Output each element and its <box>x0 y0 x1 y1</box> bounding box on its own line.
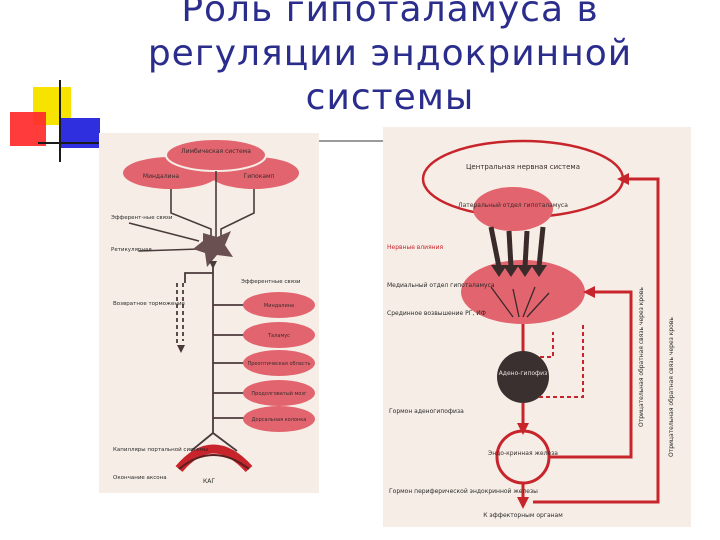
lateral-hypothalamus-ellipse <box>473 187 553 231</box>
left-diagram-image: Лимбическая система Миндалина Гипокамп Э… <box>99 133 319 493</box>
nucleus-label-top: Лимбическая система <box>181 148 251 155</box>
target-label-1: Миндалина <box>264 303 294 309</box>
title-line-3: системы <box>305 77 475 118</box>
nerve-influences-label: Нервные влияния <box>387 244 444 251</box>
nucleus-label-left: Миндалина <box>143 173 179 180</box>
target-ellipse-4 <box>243 380 315 406</box>
nucleus-ellipse-top <box>165 138 267 172</box>
title-divider <box>318 140 388 142</box>
target-ellipse-3 <box>243 350 315 376</box>
decorative-squares <box>10 80 100 162</box>
efferent-label: Эфферентные связи <box>241 279 301 285</box>
target-label-5: Дорсальная колонка <box>252 417 307 423</box>
feedback-label-long: Отрицательная обратная связь через кровь <box>638 287 645 427</box>
ending-label: Окончание аксона <box>113 475 167 481</box>
adenohypophysis-label: Адено-гипофиз <box>499 370 548 377</box>
target-label-4: Продолговатый мозг <box>251 390 307 397</box>
capillaries-label: Капилляры портальной системы <box>113 446 208 453</box>
capillary-arc <box>175 444 253 473</box>
feedback-label-short: Отрицательная обратная связь через кровь <box>668 317 675 457</box>
endocrine-gland-label: Эндо-кринная железа <box>488 450 558 457</box>
medial-label: Медиальный отдел гипоталамуса <box>387 282 495 289</box>
gland-hormone-label: Гормон периферической эндокринной железы <box>389 488 538 495</box>
feedback-loop-cns <box>533 177 660 504</box>
right-diagram-image: Центральная нервная система Латеральный … <box>383 127 691 527</box>
title-line-1: Роль гипоталамуса в <box>181 0 599 30</box>
red-square <box>10 112 46 146</box>
lateral-hypothalamus-label: Латеральный отдел гипоталамуса <box>458 202 568 209</box>
neuron-label: Ретикулярная <box>111 247 152 253</box>
target-label-2: Таламус <box>267 333 290 339</box>
cag-label: КАГ <box>203 478 215 485</box>
target-ellipse-5 <box>243 406 315 432</box>
target-label-3: Преоптическая область <box>248 361 311 367</box>
feedback-loop-medial <box>549 290 633 459</box>
target-ellipse-2 <box>243 322 315 348</box>
slide-title: Роль гипоталамуса в регуляции эндокринно… <box>90 0 690 120</box>
adenohypophysis-circle <box>497 351 549 403</box>
adh-hormone-label: Гормон аденогипофиза <box>389 408 464 415</box>
medial-hypothalamus-ellipse <box>461 260 585 324</box>
nucleus-label-right: Гипокамп <box>244 173 275 180</box>
title-line-2: регуляции эндокринной <box>147 33 633 74</box>
target-ellipse-1 <box>243 292 315 318</box>
releasing-label: Срединное возвышение РГ, ИФ <box>387 310 486 317</box>
neuron-body <box>193 231 233 267</box>
return-brake-label: Возвратное торможение <box>113 301 186 307</box>
afferent-label: Эфферент-ные связи <box>111 215 173 221</box>
cns-label: Центральная нервная система <box>466 163 580 171</box>
effector-label: К эффекторным органам <box>483 512 563 519</box>
